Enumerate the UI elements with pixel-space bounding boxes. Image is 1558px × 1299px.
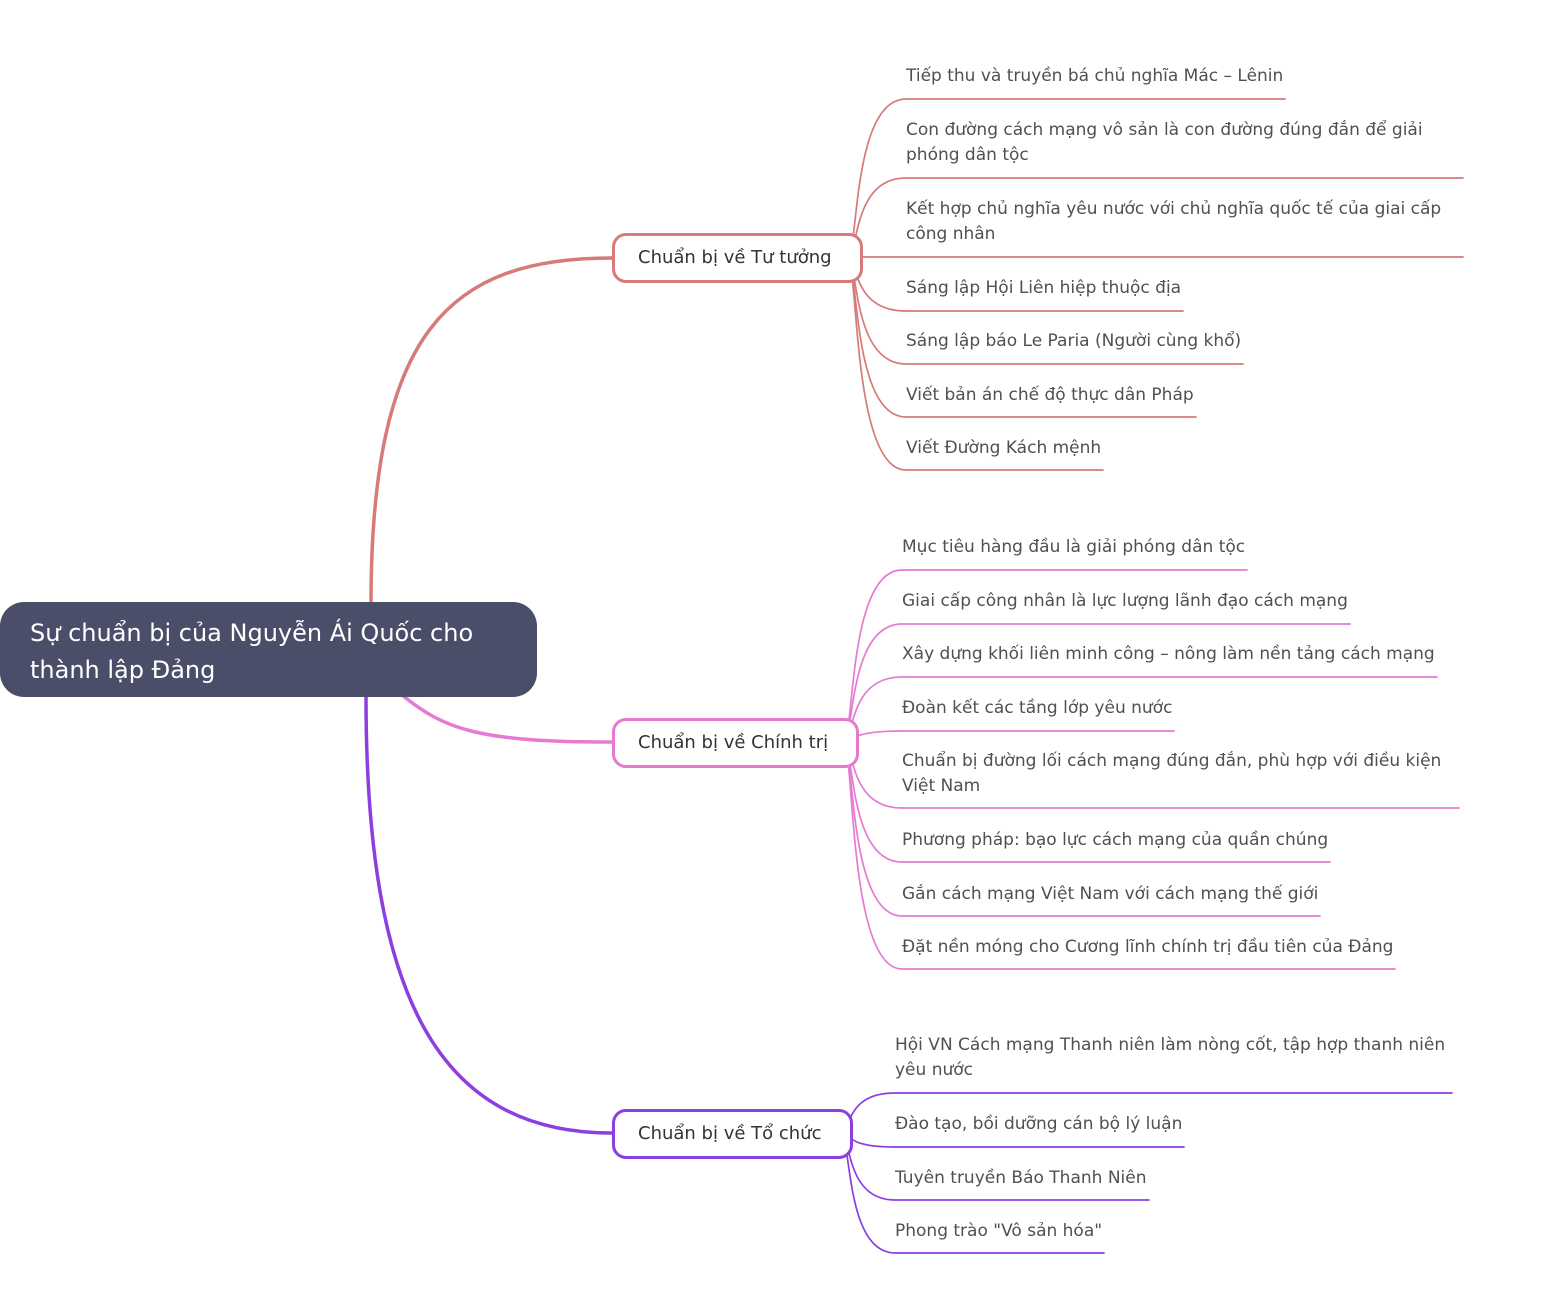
leaf-item[interactable]: Kết hợp chủ nghĩa yêu nước với chủ nghĩa… [906,199,1442,244]
leaf-item[interactable]: Con đường cách mạng vô sản là con đường … [906,120,1423,165]
branch-label: Chuẩn bị về Chính trị [638,732,829,753]
branch-to-chuc[interactable]: Chuẩn bị về Tổ chức [612,1109,853,1159]
leaf-item[interactable]: Viết Đường Kách mệnh [906,438,1102,458]
leaf-item[interactable]: Mục tiêu hàng đầu là giải phóng dân tộc [902,537,1246,557]
leaf-item[interactable]: Viết bản án chế độ thực dân Pháp [906,385,1194,405]
leaf-item[interactable]: Tiếp thu và truyền bá chủ nghĩa Mác – Lê… [906,66,1284,86]
leaf-item[interactable]: Sáng lập Hội Liên hiệp thuộc địa [906,278,1182,298]
root-connector [400,693,614,744]
leaf-connector [846,256,1464,259]
leaf-item[interactable]: Phương pháp: bạo lực cách mạng của quần … [902,830,1329,850]
branch-label: Chuẩn bị về Tư tưởng [638,247,832,268]
leaf-item[interactable]: Tuyên truyền Báo Thanh Niên [895,1168,1147,1188]
root-connector [369,256,614,606]
leaf-item[interactable]: Giai cấp công nhân là lực lượng lãnh đạo… [902,591,1348,611]
leaf-item[interactable]: Chuẩn bị đường lối cách mạng đúng đắn, p… [902,751,1442,796]
leaf-item[interactable]: Sáng lập báo Le Paria (Người cùng khổ) [906,331,1242,351]
branch-chinh-tri[interactable]: Chuẩn bị về Chính trị [612,718,859,768]
leaf-connector [842,730,1175,743]
branch-tu-tuong[interactable]: Chuẩn bị về Tư tưởng [612,233,863,283]
leaf-item[interactable]: Đào tạo, bồi dưỡng cán bộ lý luận [895,1114,1183,1134]
leaf-item[interactable]: Đoàn kết các tầng lớp yêu nước [902,698,1173,718]
branch-label: Chuẩn bị về Tổ chức [638,1123,822,1144]
root-connector [364,695,614,1135]
leaf-item[interactable]: Hội VN Cách mạng Thanh niên làm nòng cốt… [895,1035,1446,1080]
root-title: Sự chuẩn bị của Nguyễn Ái Quốc cho thành… [30,619,474,684]
leaf-item[interactable]: Xây dựng khối liên minh công – nông làm … [902,644,1435,664]
root-topic[interactable]: Sự chuẩn bị của Nguyễn Ái Quốc cho thành… [0,602,537,697]
leaf-item[interactable]: Phong trào "Vô sản hóa" [895,1221,1103,1241]
leaf-item[interactable]: Đặt nền móng cho Cương lĩnh chính trị đầ… [902,937,1394,957]
leaf-item[interactable]: Gắn cách mạng Việt Nam với cách mạng thế… [902,884,1319,904]
